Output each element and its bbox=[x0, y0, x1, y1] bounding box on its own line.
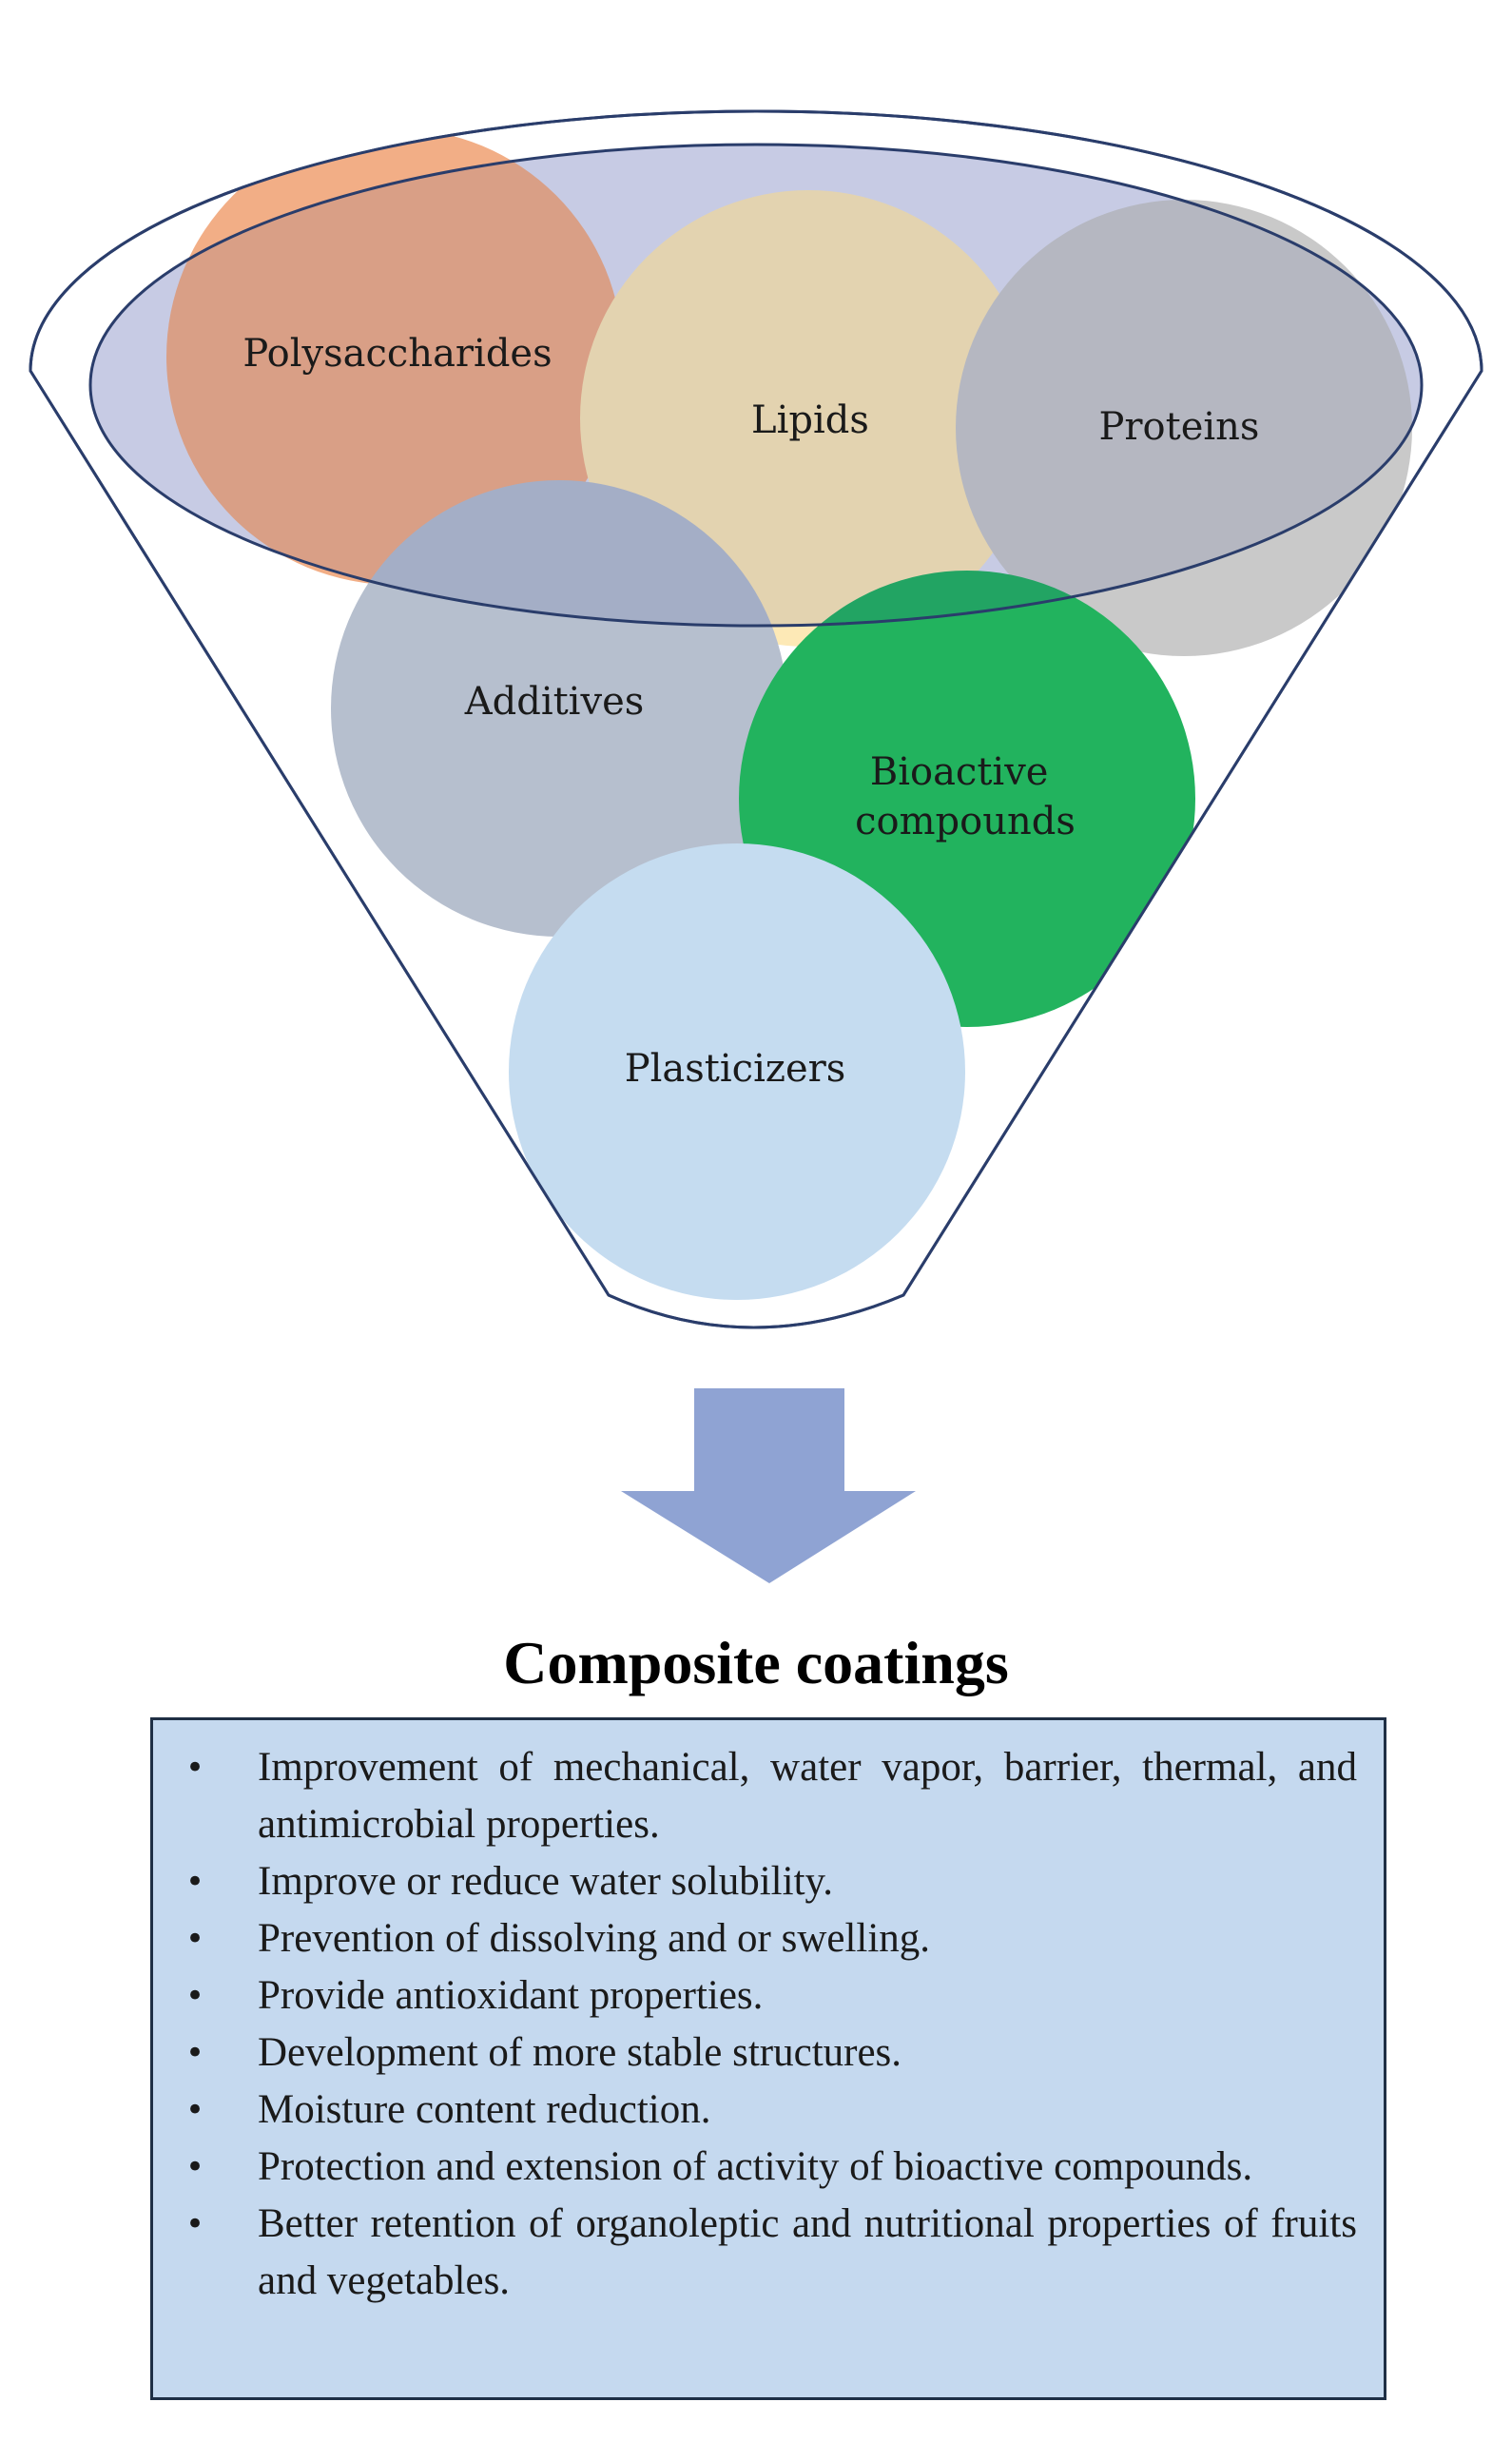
bioactive-compounds-label: Bioactive compounds bbox=[855, 750, 1076, 843]
bullet-icon: • bbox=[185, 1920, 205, 1958]
bullet-icon: • bbox=[185, 2091, 205, 2129]
benefit-item: •Protection and extension of activity of… bbox=[182, 2139, 1357, 2196]
result-title: Composite coatings bbox=[503, 1629, 1009, 1696]
benefit-item: •Prevention of dissolving and or swellin… bbox=[182, 1910, 1357, 1967]
plasticizers-circle bbox=[509, 843, 965, 1300]
benefits-box: •Improvement of mechanical, water vapor,… bbox=[150, 1717, 1386, 2400]
benefit-item: •Improve or reduce water solubility. bbox=[182, 1853, 1357, 1910]
funnel-opening-rim bbox=[88, 143, 1424, 628]
bullet-icon: • bbox=[185, 1749, 205, 1787]
benefit-item: •Moisture content reduction. bbox=[182, 2082, 1357, 2139]
funnel-diagram: Polysaccharides Lipids Proteins Additive… bbox=[29, 109, 1483, 1583]
bullet-icon: • bbox=[185, 2205, 205, 2243]
bullet-icon: • bbox=[185, 2148, 205, 2186]
additives-label: Additives bbox=[464, 680, 645, 724]
polysaccharides-label: Polysaccharides bbox=[242, 332, 552, 376]
benefit-item: •Better retention of organoleptic and nu… bbox=[182, 2196, 1357, 2310]
funnel-opening-overlay bbox=[90, 145, 1422, 626]
lipids-label: Lipids bbox=[751, 398, 869, 442]
plasticizers-label: Plasticizers bbox=[625, 1047, 846, 1091]
funnel-outline bbox=[29, 109, 1483, 1329]
bullet-icon: • bbox=[185, 2034, 205, 2072]
benefits-list: •Improvement of mechanical, water vapor,… bbox=[182, 1739, 1357, 2310]
down-arrow-icon bbox=[621, 1388, 916, 1583]
bullet-icon: • bbox=[185, 1863, 205, 1901]
bullet-icon: • bbox=[185, 1977, 205, 2015]
proteins-circle bbox=[956, 200, 1412, 656]
proteins-label: Proteins bbox=[1099, 405, 1260, 449]
additives-circle bbox=[331, 480, 787, 937]
benefit-item: •Development of more stable structures. bbox=[182, 2024, 1357, 2082]
polysaccharides-circle bbox=[166, 128, 623, 585]
benefit-item: •Improvement of mechanical, water vapor,… bbox=[182, 1739, 1357, 1853]
benefit-item: •Provide antioxidant properties. bbox=[182, 1967, 1357, 2024]
